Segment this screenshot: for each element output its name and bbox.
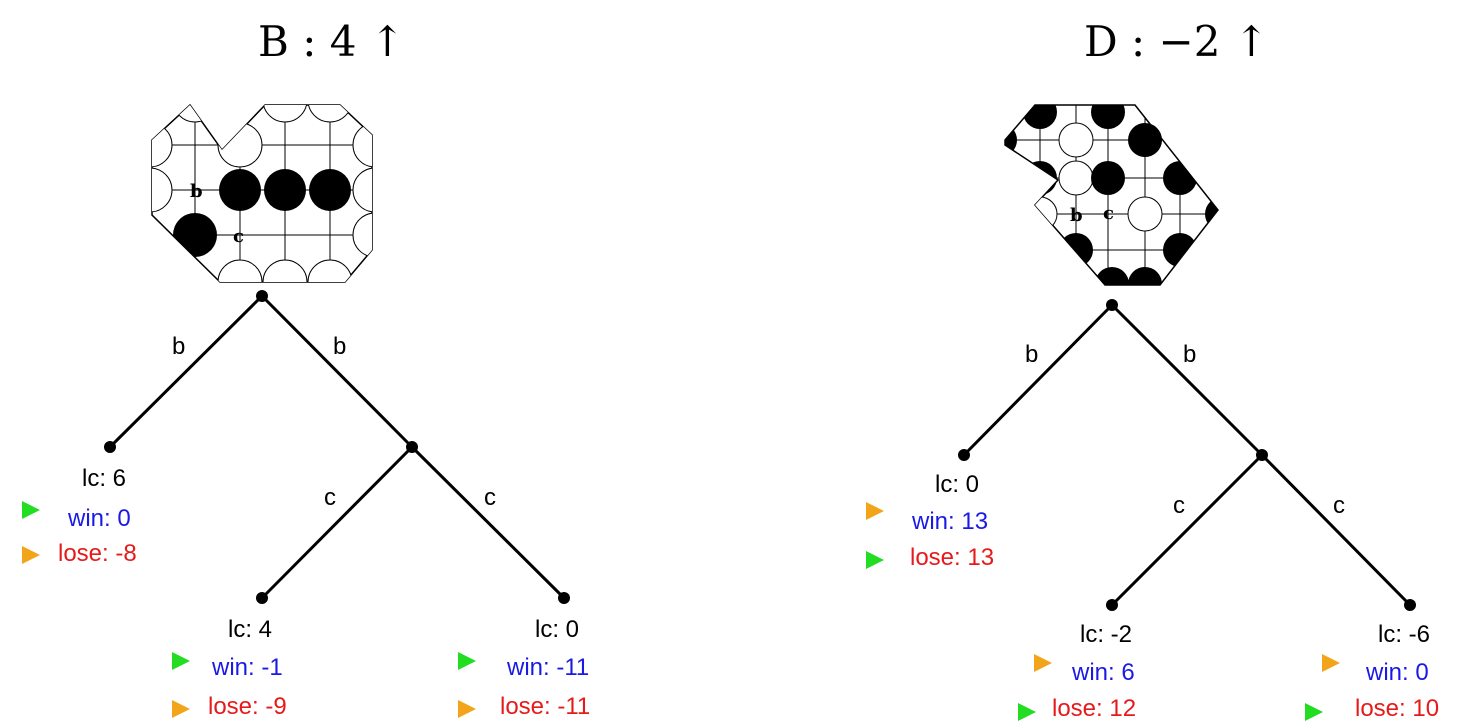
leaf-node bbox=[558, 592, 570, 604]
lose-value: lose: 12 bbox=[1052, 695, 1136, 722]
leaf-node bbox=[104, 441, 116, 453]
lc-value: lc: 4 bbox=[228, 616, 272, 643]
leaf-node bbox=[1106, 599, 1118, 611]
orange-arrow-icon bbox=[458, 700, 476, 718]
board-point-label: c bbox=[233, 226, 244, 247]
green-arrow-icon bbox=[172, 652, 190, 670]
green-arrow-icon bbox=[1305, 703, 1323, 721]
lose-value: lose: -9 bbox=[208, 693, 287, 720]
leaf-info: lc: -6 win: 0 lose: 10 bbox=[1305, 621, 1439, 722]
lose-value: lose: -8 bbox=[58, 540, 137, 567]
win-value: win: -11 bbox=[506, 654, 589, 681]
panel-title: B : 4 ↑ bbox=[258, 17, 405, 66]
win-value: win: 6 bbox=[1071, 659, 1135, 686]
leaf-node bbox=[1404, 599, 1416, 611]
green-arrow-icon bbox=[866, 551, 884, 569]
win-value: win: -1 bbox=[211, 654, 283, 681]
lose-value: lose: 10 bbox=[1355, 695, 1439, 722]
leaf-info: lc: 0 win: -11 lose: -11 bbox=[458, 616, 590, 720]
leaf-info: lc: 0 win: 13 lose: 13 bbox=[866, 471, 994, 571]
leaf-info: lc: 6 win: 0 lose: -8 bbox=[22, 465, 137, 567]
edge-label: b bbox=[1183, 341, 1196, 368]
win-value: win: 13 bbox=[911, 508, 988, 535]
lc-value: lc: -6 bbox=[1378, 621, 1430, 648]
orange-arrow-icon bbox=[22, 546, 40, 564]
orange-arrow-icon bbox=[1034, 654, 1052, 672]
green-arrow-icon bbox=[458, 652, 476, 670]
lc-value: lc: 0 bbox=[935, 471, 979, 498]
orange-arrow-icon bbox=[1322, 654, 1340, 672]
board-point-label: b bbox=[190, 181, 203, 202]
win-value: win: 0 bbox=[67, 505, 131, 532]
orange-arrow-icon bbox=[866, 502, 884, 520]
edge-label: b bbox=[172, 333, 185, 360]
edge-label: c bbox=[1333, 492, 1345, 519]
leaf-node bbox=[256, 592, 268, 604]
orange-arrow-icon bbox=[172, 700, 190, 718]
leaf-node bbox=[958, 449, 970, 461]
internal-node bbox=[406, 441, 418, 453]
lc-value: lc: 6 bbox=[82, 465, 126, 492]
lose-value: lose: 13 bbox=[910, 544, 994, 571]
panel-left: B : 4 ↑ bbox=[22, 17, 590, 720]
panel-right: D : −2 ↑ bbox=[866, 17, 1439, 722]
go-board-diagram: b c bbox=[151, 103, 373, 283]
go-board-diagram: b c bbox=[1004, 104, 1219, 286]
lc-value: lc: -2 bbox=[1080, 621, 1132, 648]
leaf-info: lc: -2 win: 6 lose: 12 bbox=[1018, 621, 1136, 722]
lose-value: lose: -11 bbox=[500, 693, 590, 720]
edge-label: b bbox=[333, 333, 346, 360]
edge-label: c bbox=[484, 484, 496, 511]
board-point-label: b bbox=[1070, 205, 1083, 226]
root-node bbox=[1106, 299, 1118, 311]
edge-label: c bbox=[324, 484, 336, 511]
green-arrow-icon bbox=[22, 501, 40, 519]
edge-label: b bbox=[1025, 341, 1038, 368]
board-point-label: c bbox=[1103, 203, 1114, 224]
internal-node bbox=[1256, 449, 1268, 461]
leaf-info: lc: 4 win: -1 lose: -9 bbox=[172, 616, 287, 720]
win-value: win: 0 bbox=[1365, 659, 1429, 686]
panel-title: D : −2 ↑ bbox=[1084, 17, 1269, 66]
lc-value: lc: 0 bbox=[535, 616, 579, 643]
edge-label: c bbox=[1173, 492, 1185, 519]
root-node bbox=[256, 290, 268, 302]
green-arrow-icon bbox=[1018, 703, 1036, 721]
